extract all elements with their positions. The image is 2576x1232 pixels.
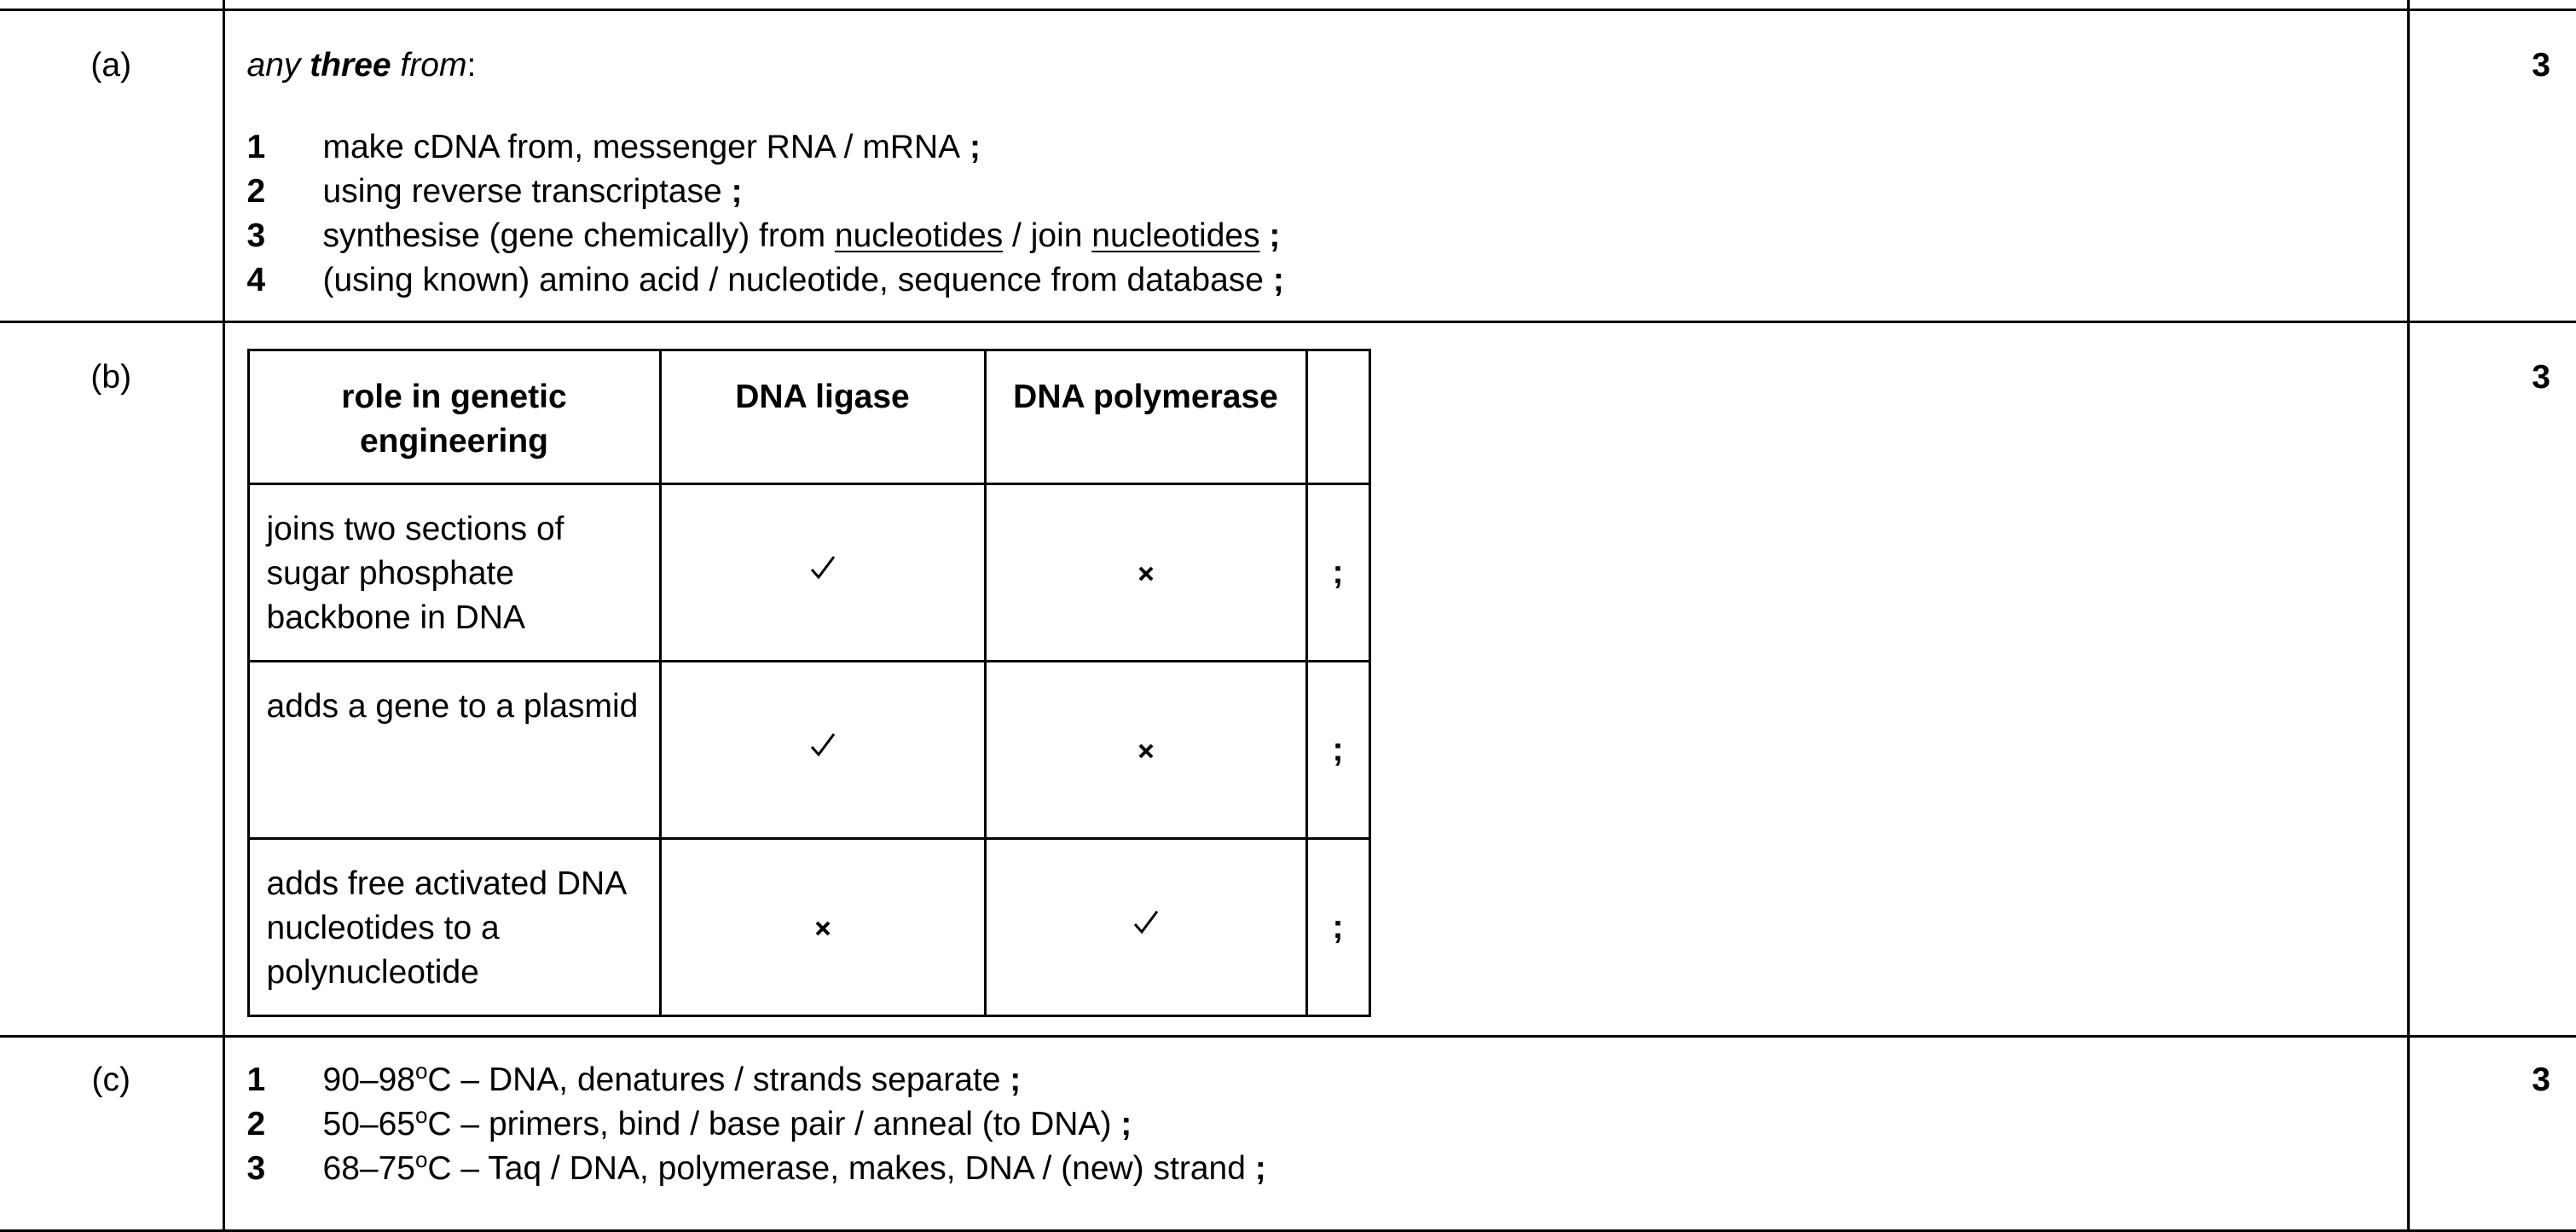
- question-label-c: (c): [0, 1035, 225, 1232]
- ligase-cell: [658, 483, 987, 662]
- table-row: adds free activated DNA nucleotides to a…: [246, 837, 1371, 1017]
- semicolon-cell: ;: [1305, 660, 1371, 840]
- ligase-cell: [658, 660, 987, 840]
- underlined-keyword: nucleotides: [1091, 217, 1260, 254]
- cross-icon: [1138, 566, 1153, 581]
- header-blank: [1305, 349, 1371, 485]
- cross-icon: [815, 921, 830, 935]
- role-cell: adds a gene to a plasmid: [246, 660, 662, 840]
- polymerase-cell: [983, 483, 1308, 662]
- answer-point: 3 68–75oC – Taq / DNA, polymerase, makes…: [246, 1147, 1266, 1187]
- answer-point: 2 using reverse transcriptase ;: [246, 173, 743, 210]
- polymerase-cell: [983, 837, 1308, 1017]
- row-part-a: (a) any three from: 1 make cDNA from, me…: [0, 9, 2576, 323]
- degree-sign: o: [414, 1102, 428, 1128]
- question-label-a: (a): [0, 9, 225, 323]
- semicolon-cell: ;: [1305, 483, 1371, 662]
- answer-point: 1 90–98oC – DNA, denatures / strands sep…: [246, 1058, 1022, 1098]
- marks-c: 3: [2406, 1035, 2576, 1232]
- role-table-header: role in genetic engineering DNA ligase D…: [246, 349, 1371, 485]
- answer-point: 3 synthesise (gene chemically) from nucl…: [246, 217, 1281, 254]
- degree-sign: o: [414, 1058, 428, 1084]
- top-stub-row: [0, 0, 2576, 11]
- header-dna-polymerase: DNA polymerase: [983, 349, 1308, 485]
- marks-b: 3: [2406, 321, 2576, 1038]
- cross-icon: [1138, 743, 1153, 758]
- answer-point: 2 50–65oC – primers, bind / base pair / …: [246, 1102, 1132, 1142]
- table-row: adds a gene to a plasmid ;: [246, 660, 1371, 840]
- tick-icon: [1133, 910, 1158, 934]
- underlined-keyword: nucleotides: [834, 217, 1004, 254]
- answer-b: role in genetic engineering DNA ligase D…: [222, 321, 2410, 1038]
- role-cell: joins two sections of sugar phosphate ba…: [246, 483, 662, 662]
- header-dna-ligase: DNA ligase: [658, 349, 987, 485]
- semicolon-cell: ;: [1305, 837, 1371, 1017]
- role-cell: adds free activated DNA nucleotides to a…: [246, 837, 662, 1017]
- row-part-b: (b) role in genetic engineering DNA liga…: [0, 321, 2576, 1038]
- tick-icon: [810, 732, 835, 756]
- header-role: role in genetic engineering: [246, 349, 662, 485]
- polymerase-cell: [983, 660, 1308, 840]
- answer-point: 1 make cDNA from, messenger RNA / mRNA ;: [246, 129, 981, 165]
- intro-a: any three from:: [246, 47, 477, 84]
- ligase-cell: [658, 837, 987, 1017]
- tick-icon: [810, 555, 835, 579]
- answer-a: any three from: 1 make cDNA from, messen…: [222, 9, 2410, 323]
- answer-point: 4 (using known) amino acid / nucleotide,…: [246, 262, 1284, 298]
- table-row: joins two sections of sugar phosphate ba…: [246, 483, 1371, 662]
- enzyme-role-table: role in genetic engineering DNA ligase D…: [246, 349, 1371, 1017]
- row-part-c: (c) 1 90–98oC – DNA, denatures / strands…: [0, 1035, 2576, 1232]
- answer-c: 1 90–98oC – DNA, denatures / strands sep…: [222, 1035, 2410, 1232]
- degree-sign: o: [414, 1147, 428, 1172]
- question-label-b: (b): [0, 321, 225, 1038]
- marks-a: 3: [2406, 9, 2576, 323]
